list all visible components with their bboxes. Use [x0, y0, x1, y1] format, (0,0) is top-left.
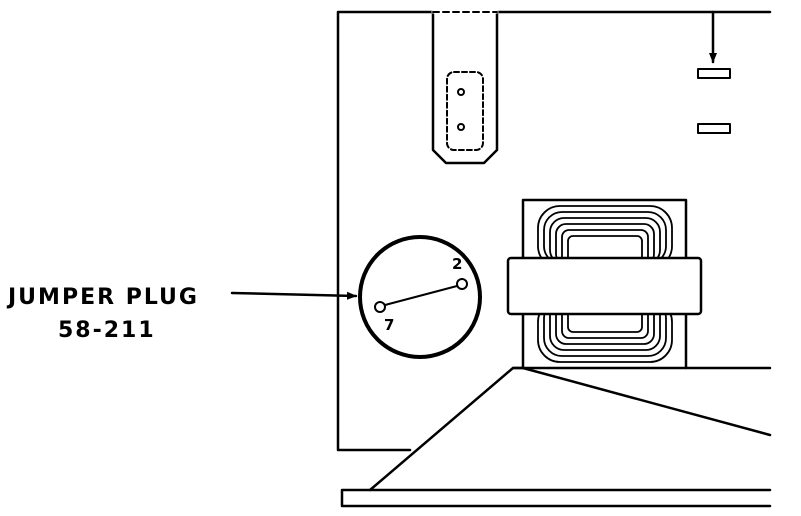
pin-label-2: 2	[452, 255, 463, 273]
speaker-cone	[368, 366, 772, 492]
panel-slot-upper	[697, 68, 731, 79]
base-plate	[340, 488, 772, 508]
callout-title: JUMPER PLUG	[8, 285, 199, 310]
chassis-panel	[336, 10, 772, 452]
mounting-bracket	[431, 10, 499, 165]
plug-pin-7	[374, 301, 386, 313]
callout-leader-arrow	[230, 291, 358, 300]
mounting-screw-hole	[457, 123, 465, 131]
callout-part-number: 58-211	[58, 318, 156, 343]
plug-pin-2	[456, 278, 468, 290]
mounting-screw-hole	[457, 88, 465, 96]
pin-label-7: 7	[384, 316, 395, 334]
panel-slot-lower	[697, 123, 731, 134]
jumper-wire	[384, 285, 458, 306]
transformer	[506, 198, 703, 370]
jumper-plug	[358, 235, 482, 359]
